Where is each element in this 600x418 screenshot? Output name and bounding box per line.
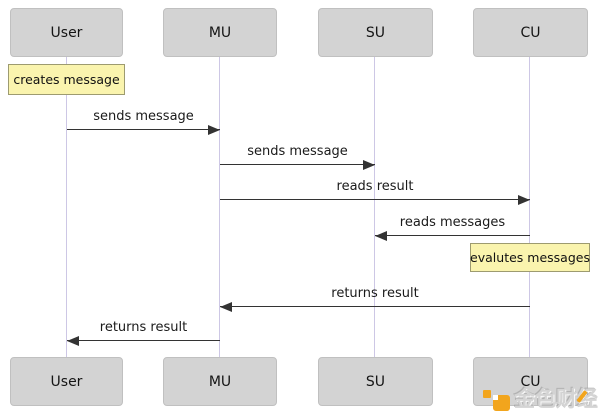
actor-box-cu-bottom: CU: [473, 357, 588, 406]
message-line: [67, 340, 220, 341]
arrowhead-left-icon: [220, 302, 232, 312]
actor-label: MU: [208, 373, 232, 390]
arrowhead-left-icon: [375, 231, 387, 241]
note-creates-message: creates message: [8, 64, 125, 95]
note-evalutes-messages: evalutes messages: [470, 243, 590, 272]
note-text: creates message: [13, 72, 120, 87]
lifeline-user: [66, 57, 67, 357]
arrowhead-right-icon: [363, 160, 375, 170]
watermark: 金色财经: [482, 386, 598, 412]
arrowhead-right-icon: [518, 195, 530, 205]
lifeline-su: [374, 57, 375, 357]
message-label: sends message: [93, 109, 194, 124]
message-line: [375, 235, 530, 236]
message-label: reads result: [336, 179, 414, 194]
message-line: [67, 129, 220, 130]
lifeline-mu: [219, 57, 220, 357]
actor-box-user-bottom: User: [10, 357, 123, 406]
actor-label: SU: [365, 373, 386, 390]
lifeline-cu: [529, 57, 530, 357]
message-line: [220, 164, 375, 165]
actor-label: CU: [520, 373, 541, 390]
message-label: sends message: [247, 144, 348, 159]
actor-label: CU: [520, 24, 541, 41]
actor-box-cu-top: CU: [473, 8, 588, 57]
actor-label: User: [50, 373, 83, 390]
arrowhead-right-icon: [208, 125, 220, 135]
actor-label: SU: [365, 24, 386, 41]
message-line: [220, 199, 530, 200]
note-text: evalutes messages: [470, 250, 590, 265]
actor-box-user-top: User: [10, 8, 123, 57]
message-label: returns result: [331, 286, 419, 301]
jinse-logo-icon: [482, 386, 511, 412]
actor-box-su-bottom: SU: [318, 357, 433, 406]
watermark-text: 金色财经: [514, 387, 598, 411]
actor-label: MU: [208, 24, 232, 41]
arrowhead-left-icon: [67, 336, 79, 346]
actor-label: User: [50, 24, 83, 41]
actor-box-mu-top: MU: [163, 8, 277, 57]
actor-box-mu-bottom: MU: [163, 357, 277, 406]
message-line: [220, 306, 530, 307]
message-label: returns result: [99, 320, 188, 335]
actor-box-su-top: SU: [318, 8, 433, 57]
message-label: reads messages: [399, 215, 506, 230]
